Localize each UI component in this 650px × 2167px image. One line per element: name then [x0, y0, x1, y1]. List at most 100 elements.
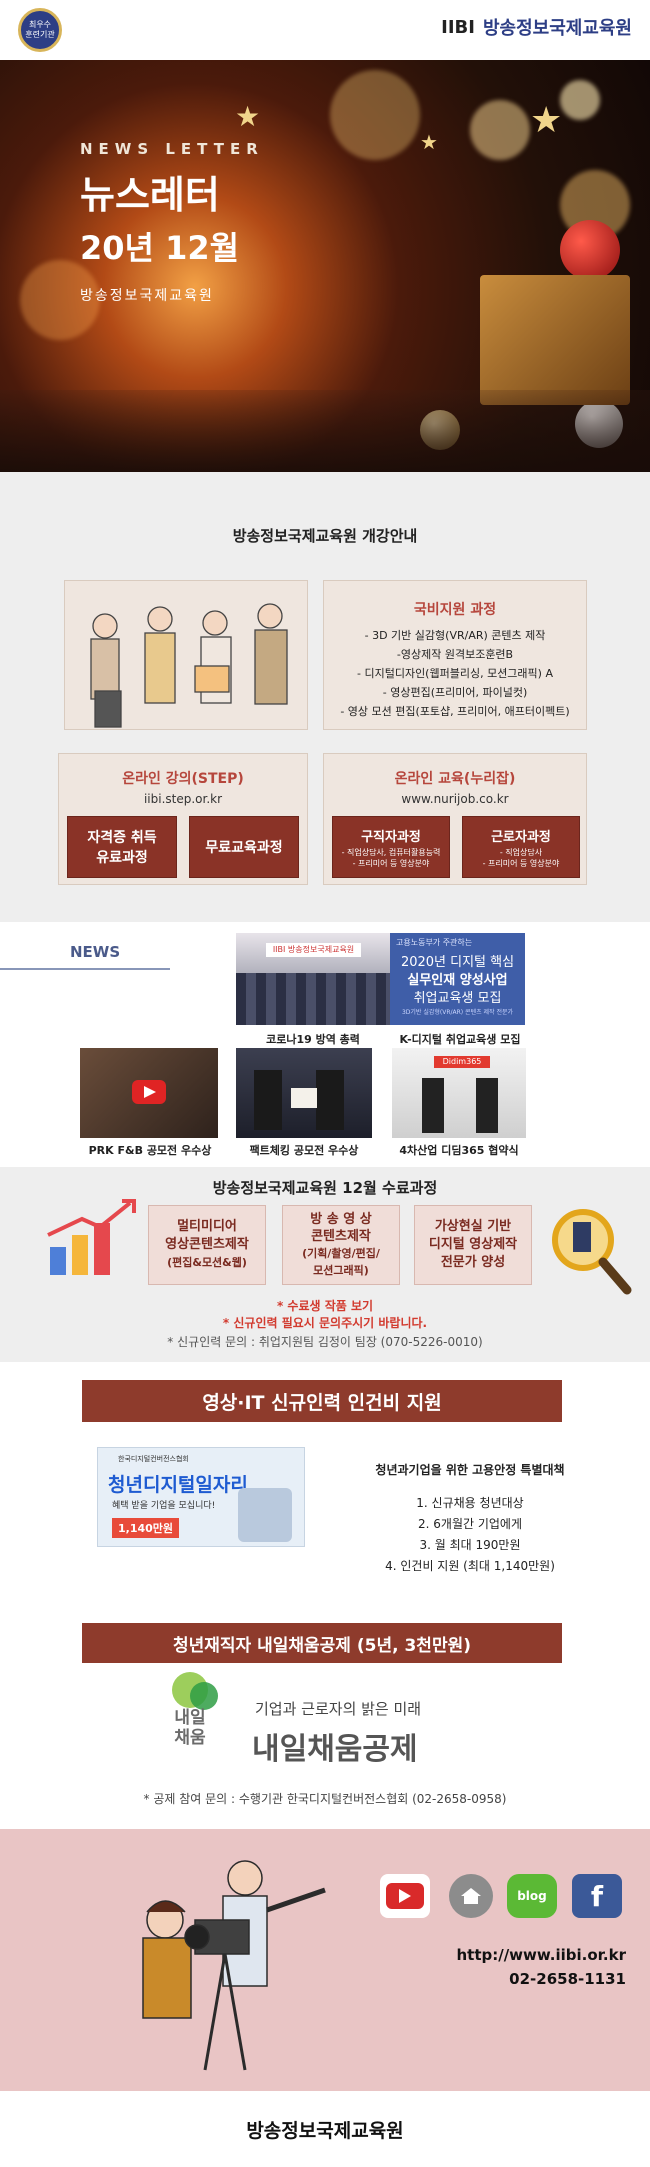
news-thumb-factcheck[interactable] [236, 1048, 372, 1138]
job-seeker-course-button[interactable]: 구직자과정 - 직업상담사, 컴퓨터활용능력 - 프리미어 등 영상분야 [332, 816, 450, 878]
star-icon: ★ [530, 100, 563, 141]
org-logo[interactable]: IIBI 방송정보국제교육원 [441, 14, 632, 40]
national-course-item: - 영상편집(프리미어, 파이널컷) [382, 686, 528, 699]
news-thumb-sign: Didim365 [434, 1056, 490, 1068]
youtube-icon[interactable] [380, 1874, 430, 1918]
news-caption[interactable]: K-디지털 취업교육생 모집 [399, 1033, 521, 1046]
national-course-panel[interactable]: 국비지원 과정 - 3D 기반 실감형(VR/AR) 콘텐츠 제작 -영상제작 … [323, 580, 587, 730]
fill-logo-line2: 채움 [174, 1728, 206, 1748]
course-line: 전문가 양성 [440, 1255, 506, 1270]
news-thumb-l4: 3D기반 실감형(VR/AR) 콘텐츠 제작 전문가 [401, 1009, 514, 1016]
completion-course-multimedia[interactable]: 멀티미디어 영상콘텐츠제작 (편집&모션&웹) [148, 1205, 266, 1285]
news-thumb-kdigital[interactable]: 고용노동부가 주관하는 2020년 디지털 핵심 실무인재 양성사업 취업교육생… [390, 933, 525, 1025]
star-icon: ★ [420, 130, 438, 154]
nuri-url[interactable]: www.nurijob.co.kr [401, 792, 509, 806]
hero-en-title: NEWS LETTER [80, 140, 264, 158]
star-icon: ★ [235, 100, 261, 133]
logo-mark: IIBI [441, 16, 475, 38]
best-institution-badge: 최우수 훈련기관 [18, 8, 62, 52]
new-hire-contact: * 신규인력 문의 : 취업지원팀 김정이 팀장 (070-5226-0010) [167, 1335, 483, 1349]
poster-org: 한국디지털컨버전스협회 [118, 1455, 189, 1463]
fill-logo: 내일 채움 [150, 1672, 230, 1762]
gift-box [480, 275, 630, 405]
course-line: 디지털 영상제작 [428, 1237, 518, 1252]
course-line: (편집&모션&웹) [167, 1256, 247, 1269]
national-course-item: -영상제작 원격보조훈련B [396, 648, 514, 661]
news-thumb-l3: 취업교육생 모집 [413, 991, 502, 1006]
free-course-label: 무료교육과정 [205, 840, 283, 856]
opening-title: 방송정보국제교육원 개강안내 [232, 527, 418, 545]
paid-course-button[interactable]: 자격증 취득 유료과정 [67, 816, 177, 878]
job-seeker-sub2: - 프리미어 등 영상분야 [352, 858, 430, 868]
poster-sub: 혜택 받을 기업을 모십니다! [112, 1501, 216, 1511]
youth-digital-job-poster[interactable]: 한국디지털컨버전스협회 청년디지털일자리 혜택 받을 기업을 모십니다! 1,1… [97, 1447, 305, 1547]
magnifier-icon [552, 1209, 632, 1295]
worker-sub2: - 프리미어 등 영상분야 [482, 858, 560, 868]
course-line: 모션그래픽) [313, 1264, 369, 1277]
hero-banner: ★ ★ ★ NEWS LETTER 뉴스레터 20년 12월 방송정보국제교육원 [0, 60, 650, 472]
news-caption[interactable]: 팩트체킹 공모전 우수상 [249, 1144, 359, 1157]
news-caption[interactable]: 4차산업 디딤365 협약식 [399, 1144, 519, 1157]
fill-tagline: 기업과 근로자의 밝은 미래 [255, 1700, 422, 1718]
nuri-panel: 온라인 교육(누리잡) www.nurijob.co.kr 구직자과정 - 직업… [323, 753, 587, 885]
poster-amount: 1,140만원 [112, 1518, 180, 1538]
worker-course-button[interactable]: 근로자과정 - 직업상담사 - 프리미어 등 영상분야 [462, 816, 580, 878]
completion-course-broadcast[interactable]: 방 송 영 상 콘텐츠제작 (기획/촬영/편집/ 모션그래픽) [282, 1205, 400, 1285]
completion-course-vr[interactable]: 가상현실 기반 디지털 영상제작 전문가 양성 [414, 1205, 532, 1285]
news-caption[interactable]: PRK F&B 공모전 우수상 [88, 1144, 212, 1157]
news-thumb-covid[interactable]: IIBI 방송정보국제교육원 [236, 933, 390, 1025]
worker-sub1: - 직업상담사 [499, 847, 543, 857]
hero-ko-title: 뉴스레터 [80, 173, 220, 217]
facebook-label: f [590, 1879, 604, 1913]
news-thumb-prk[interactable] [80, 1048, 218, 1138]
fill-contact: * 공제 참여 문의 : 수행기관 한국디지털컨버전스협회 (02-2658-0… [143, 1792, 507, 1806]
footer-section [0, 1829, 650, 2091]
national-course-item: - 영상 모션 편집(포토샵, 프리미어, 애프터이펙트) [340, 705, 570, 718]
step-url[interactable]: iibi.step.or.kr [143, 792, 223, 806]
national-course-item: - 3D 기반 실감형(VR/AR) 콘텐츠 제작 [364, 629, 546, 642]
play-icon [144, 1086, 156, 1098]
news-thumb-l2: 실무인재 양성사업 [407, 973, 508, 988]
news-thumb-didim[interactable]: Didim365 [392, 1048, 526, 1138]
national-course-list: - 3D 기반 실감형(VR/AR) 콘텐츠 제작 -영상제작 원격보조훈련B … [324, 626, 586, 721]
footer-org: 방송정보국제교육원 [0, 2091, 650, 2167]
step-title: 온라인 강의(STEP) [122, 771, 244, 787]
news-label: NEWS [70, 943, 121, 961]
blog-icon[interactable]: blog [507, 1874, 557, 1918]
support-item: 3. 월 최대 190만원 [419, 1538, 521, 1552]
top-header: 최우수 훈련기관 IIBI 방송정보국제교육원 [0, 0, 650, 60]
paid-course-line1: 자격증 취득 [87, 830, 157, 846]
news-thumb-top: 고용노동부가 주관하는 [396, 938, 473, 947]
footer-phone: 02-2658-1131 [509, 1970, 626, 1988]
national-course-item: - 디지털디자인(웹퍼블리싱, 모션그래픽) A [357, 667, 553, 680]
badge-line2: 훈련기관 [25, 30, 55, 39]
course-line: 멀티미디어 [177, 1219, 237, 1234]
view-works-link[interactable]: * 수료생 작품 보기 [276, 1299, 374, 1313]
students-illustration [64, 580, 308, 730]
fill-name: 내일채움공제 [252, 1732, 418, 1767]
nuri-title: 온라인 교육(누리잡) [394, 771, 516, 787]
news-caption[interactable]: 코로나19 방역 총력 [266, 1033, 360, 1046]
course-line: 콘텐츠제작 [311, 1229, 371, 1244]
step-panel: 온라인 강의(STEP) iibi.step.or.kr 자격증 취득 유료과정… [58, 753, 308, 885]
course-line: 방 송 영 상 [310, 1212, 372, 1227]
course-line: 영상콘텐츠제작 [165, 1237, 249, 1252]
completion-title: 방송정보국제교육원 12월 수료과정 [212, 1179, 438, 1197]
footer-url[interactable]: http://www.iibi.or.kr [456, 1946, 626, 1964]
hero-date: 20년 12월 [80, 229, 240, 267]
hero-org: 방송정보국제교육원 [80, 288, 214, 304]
news-divider [0, 968, 170, 970]
filming-crew-illustration [142, 1860, 326, 2071]
bar-chart-graphic-icon [47, 1199, 136, 1275]
poster-title: 청년디지털일자리 [108, 1474, 248, 1496]
paid-course-line2: 유료과정 [96, 850, 148, 866]
badge-line1: 최우수 [28, 20, 52, 29]
support-item: 1. 신규채용 청년대상 [416, 1496, 524, 1510]
support-item: 2. 6개월간 기업에게 [418, 1517, 522, 1531]
home-icon[interactable] [446, 1874, 496, 1918]
support-banner: 영상·IT 신규인력 인건비 지원 [82, 1380, 562, 1422]
facebook-icon[interactable]: f [572, 1874, 622, 1918]
ornament-ball [560, 220, 620, 280]
free-course-button[interactable]: 무료교육과정 [189, 816, 299, 878]
